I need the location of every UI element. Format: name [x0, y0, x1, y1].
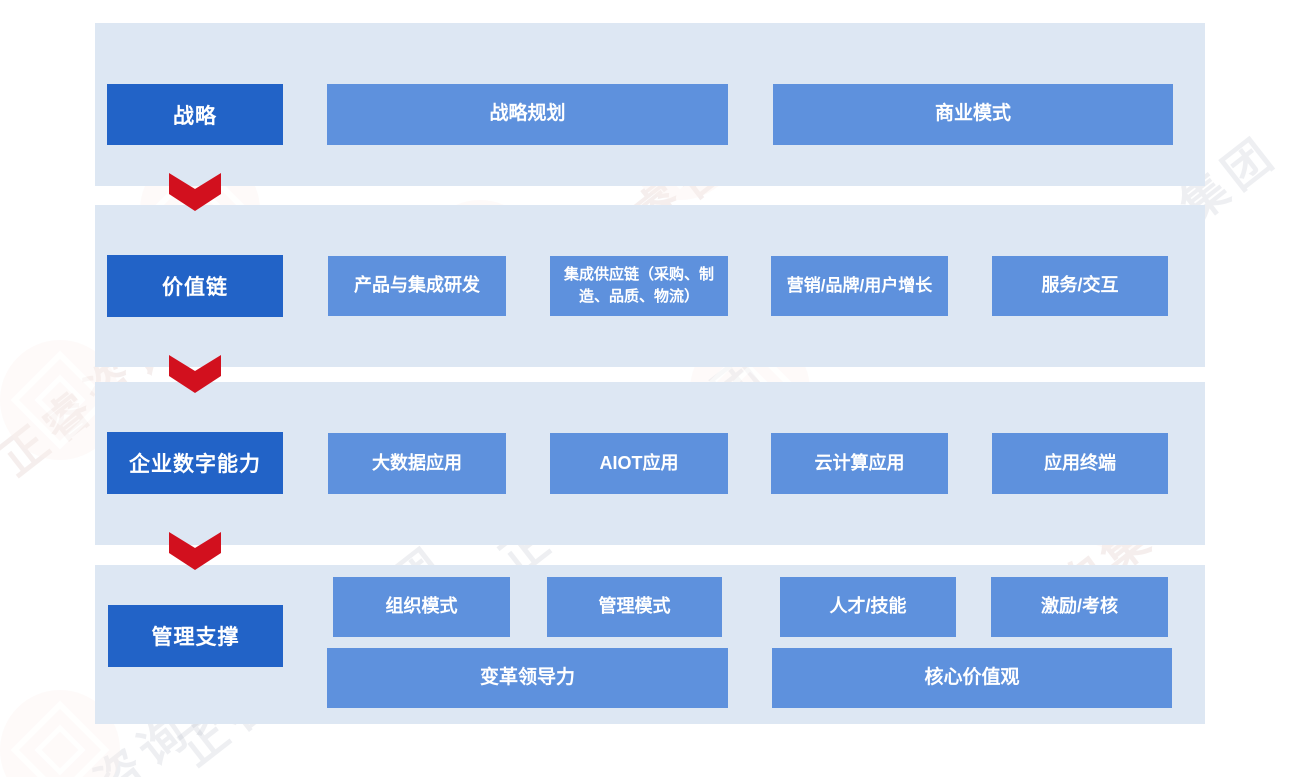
box-big-data: 大数据应用	[328, 433, 506, 494]
box-aiot: AIOT应用	[550, 433, 728, 494]
box-management-model: 管理模式	[547, 577, 722, 637]
box-core-values: 核心价值观	[772, 648, 1172, 708]
box-organization-model: 组织模式	[333, 577, 510, 637]
box-product-rnd: 产品与集成研发	[328, 256, 506, 316]
arrow-down-icon	[169, 532, 221, 570]
row-label-management-support: 管理支撑	[108, 605, 283, 667]
box-cloud-computing: 云计算应用	[771, 433, 948, 494]
row-label-strategy: 战略	[107, 84, 283, 145]
box-incentive-assessment: 激励/考核	[991, 577, 1168, 637]
box-change-leadership: 变革领导力	[327, 648, 728, 708]
box-business-model: 商业模式	[773, 84, 1173, 145]
box-marketing-brand-growth: 营销/品牌/用户增长	[771, 256, 948, 316]
watermark-text: 正睿咨询集团	[0, 635, 304, 777]
arrow-down-icon	[169, 355, 221, 393]
box-talent-skills: 人才/技能	[780, 577, 956, 637]
box-integrated-supply-chain: 集成供应链（采购、制造、品质、物流）	[550, 256, 728, 316]
arrow-down-icon	[169, 173, 221, 211]
box-application-terminal: 应用终端	[992, 433, 1168, 494]
row-label-value-chain: 价值链	[107, 255, 283, 317]
row-label-digital-capability: 企业数字能力	[107, 432, 283, 494]
box-service-interaction: 服务/交互	[992, 256, 1168, 316]
box-strategic-planning: 战略规划	[327, 84, 728, 145]
